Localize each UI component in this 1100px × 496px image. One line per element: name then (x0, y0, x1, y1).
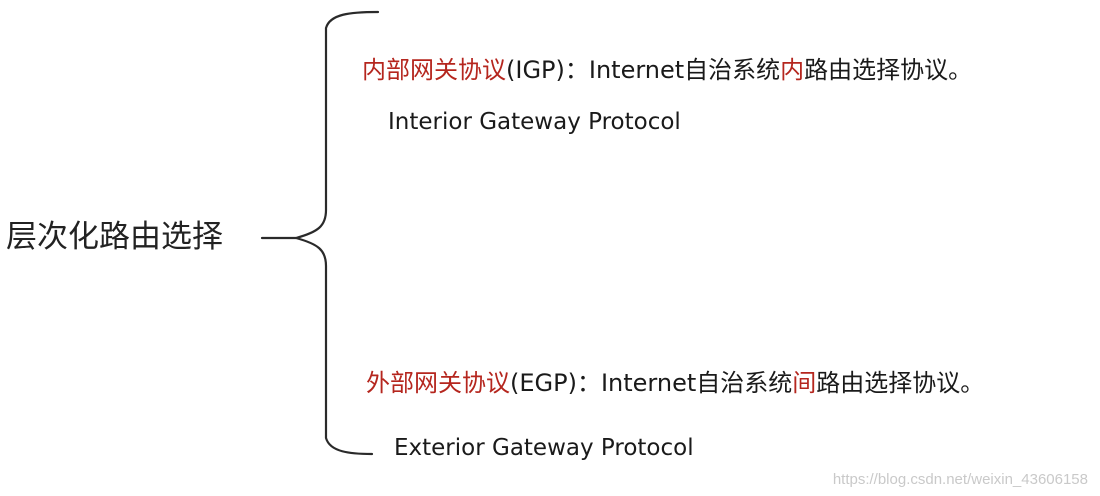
watermark-text: https://blog.csdn.net/weixin_43606158 (832, 471, 1088, 488)
egp-desc-post: 路由选择协议。 (816, 369, 985, 397)
igp-separator: ： (564, 56, 589, 84)
egp-abbr: (EGP) (510, 369, 577, 397)
igp-abbr: (IGP) (506, 56, 565, 84)
root-node-label: 层次化路由选择 (6, 219, 223, 255)
egp-desc-accent: 间 (792, 369, 817, 397)
egp-name-cn: 外部网关协议 (366, 369, 510, 397)
egp-separator: ： (576, 369, 601, 397)
igp-name-cn: 内部网关协议 (362, 56, 506, 84)
egp-desc-pre: Internet自治系统 (600, 369, 793, 397)
egp-description: 外部网关协议(EGP)：Internet自治系统间路由选择协议。 (366, 366, 984, 400)
igp-desc-post: 路由选择协议。 (804, 56, 973, 84)
igp-desc-accent: 内 (780, 56, 805, 84)
igp-full-name: Interior Gateway Protocol (388, 109, 681, 135)
igp-desc-pre: Internet自治系统 (588, 56, 781, 84)
igp-description: 内部网关协议(IGP)：Internet自治系统内路由选择协议。 (362, 53, 972, 87)
egp-full-name: Exterior Gateway Protocol (394, 435, 694, 461)
